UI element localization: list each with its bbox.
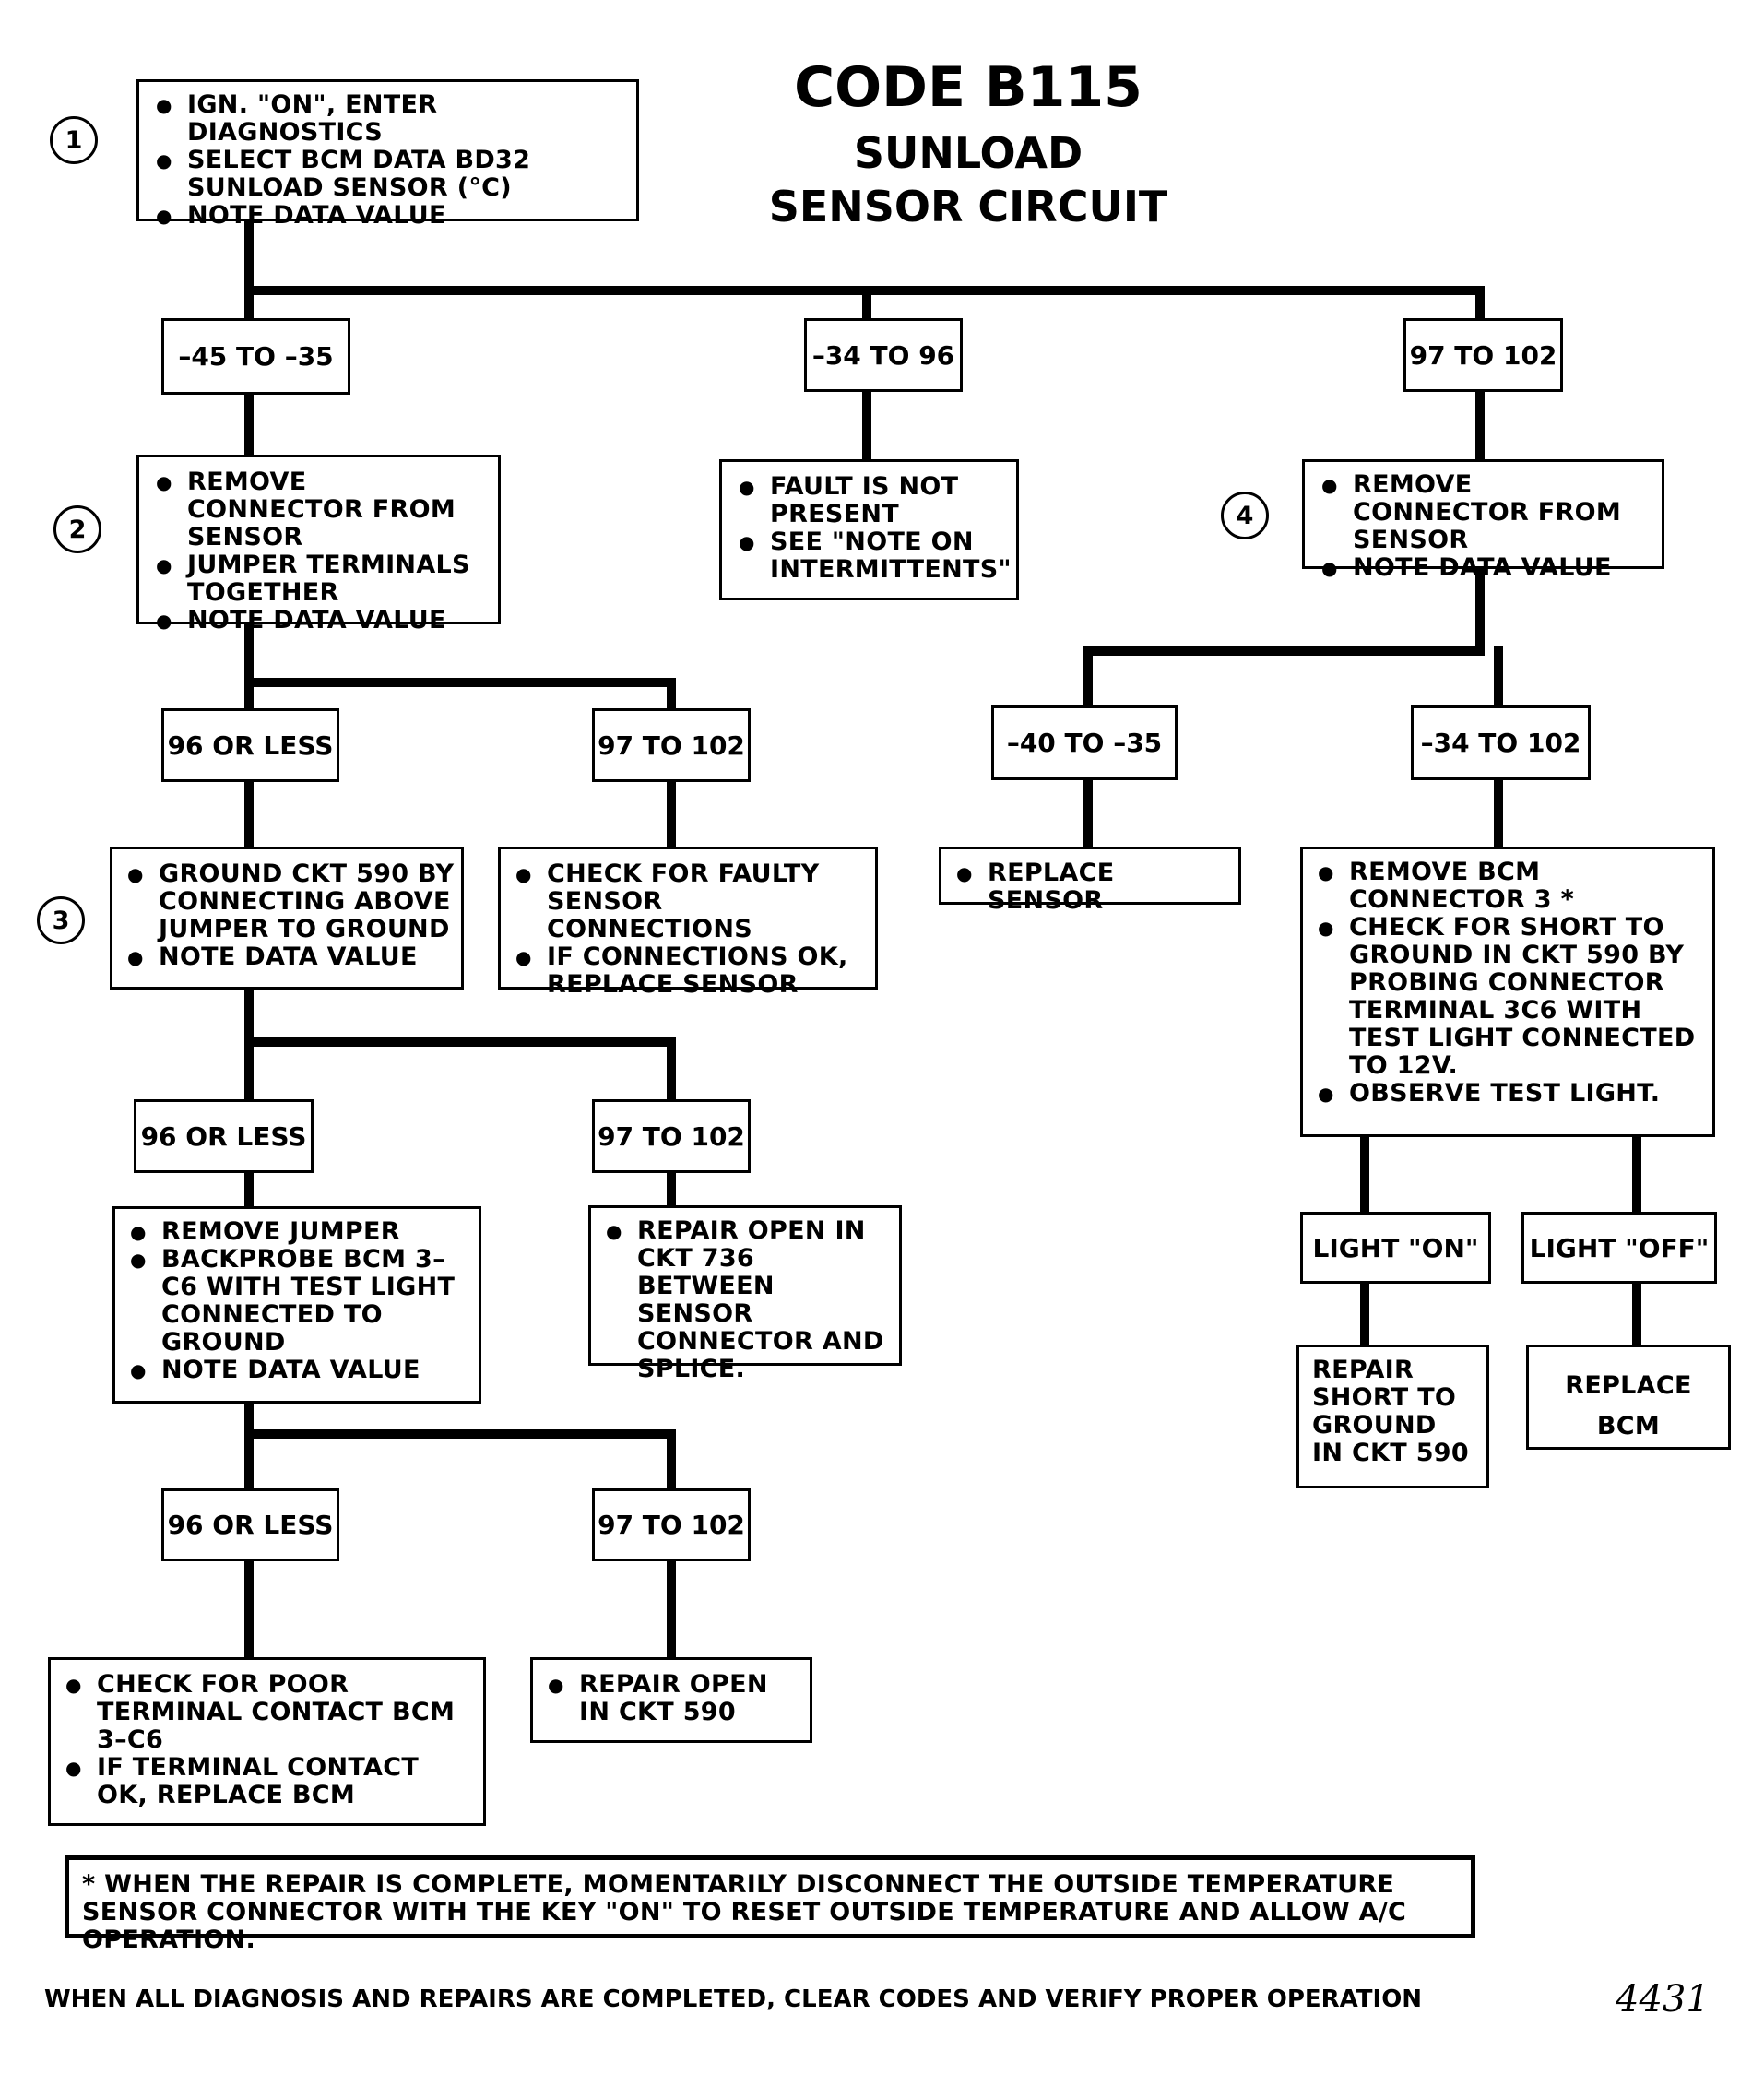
- list-item: OBSERVE TEST LIGHT.: [1308, 1080, 1707, 1108]
- remove-jumper-box: REMOVE JUMPER BACKPROBE BCM 3–C6 WITH TE…: [112, 1206, 481, 1404]
- range-label: –40 TO –35: [991, 705, 1178, 780]
- list-item: REMOVE BCM CONNECTOR 3 *: [1308, 859, 1707, 914]
- list-item: NOTE DATA VALUE: [147, 202, 629, 231]
- figure-number: 4431: [1616, 1978, 1710, 2021]
- list-item: REMOVE CONNECTOR FROM SENSOR: [1312, 471, 1654, 554]
- step4-box: REMOVE CONNECTOR FROM SENSOR NOTE DATA V…: [1302, 459, 1664, 582]
- list-item: SEE "NOTE ON INTERMITTENTS": [729, 528, 1012, 584]
- range-label: 97 TO 102: [592, 1488, 751, 1561]
- start-box: IGN. "ON", ENTER DIAGNOSTICS SELECT BCM …: [136, 79, 639, 230]
- list-item: IGN. "ON", ENTER DIAGNOSTICS: [147, 91, 629, 147]
- list-item: REPLACE SENSOR: [947, 859, 1233, 915]
- range-label: 97 TO 102: [592, 708, 751, 782]
- replace-sensor-box: REPLACE SENSOR: [939, 847, 1241, 915]
- range-label: 97 TO 102: [592, 1099, 751, 1173]
- range-label: –34 TO 96: [804, 318, 963, 392]
- list-item: BACKPROBE BCM 3–C6 WITH TEST LIGHT CONNE…: [121, 1246, 473, 1357]
- repair-short-box: REPAIR SHORT TO GROUND IN CKT 590: [1296, 1345, 1489, 1488]
- list-item: CHECK FOR FAULTY SENSOR CONNECTIONS: [506, 860, 870, 943]
- reset-note-text: * WHEN THE REPAIR IS COMPLETE, MOMENTARI…: [82, 1870, 1407, 1954]
- check-faulty-connections-box: CHECK FOR FAULTY SENSOR CONNECTIONS IF C…: [498, 847, 878, 999]
- light-on-label: LIGHT "ON": [1300, 1212, 1491, 1284]
- page-subtitle-line2: SENSOR CIRCUIT: [768, 182, 1168, 231]
- connector: [244, 1037, 676, 1104]
- list-item: NOTE DATA VALUE: [147, 607, 491, 635]
- range-label: 96 OR LESS: [161, 1488, 339, 1561]
- page-subtitle-line1: SUNLOAD: [853, 128, 1083, 178]
- list-item: CHECK FOR SHORT TO GROUND IN CKT 590 BY …: [1308, 914, 1707, 1080]
- list-item: GROUND CKT 590 BY CONNECTING ABOVE JUMPE…: [118, 860, 456, 943]
- range-label: 96 OR LESS: [134, 1099, 314, 1173]
- light-off-label: LIGHT "OFF": [1521, 1212, 1717, 1284]
- repair-open-590-box: REPAIR OPEN IN CKT 590: [530, 1657, 812, 1743]
- check-poor-terminal-box: CHECK FOR POOR TERMINAL CONTACT BCM 3–C6…: [48, 1657, 486, 1826]
- replace-bcm-box: REPLACE BCM: [1526, 1345, 1731, 1450]
- list-item: JUMPER TERMINALS TOGETHER: [147, 551, 491, 607]
- range-label: –45 TO –35: [161, 318, 350, 395]
- step3-box: GROUND CKT 590 BY CONNECTING ABOVE JUMPE…: [110, 847, 464, 990]
- list-item: IF CONNECTIONS OK, REPLACE SENSOR: [506, 943, 870, 999]
- page-title: CODE B115: [794, 55, 1142, 120]
- step-marker-2: 2: [53, 505, 101, 553]
- step-marker-4: 4: [1221, 492, 1269, 539]
- list-item: REPAIR OPEN IN CKT 590: [539, 1671, 804, 1726]
- remove-bcm-connector-box: REMOVE BCM CONNECTOR 3 * CHECK FOR SHORT…: [1300, 847, 1715, 1137]
- repair-open-736-box: REPAIR OPEN IN CKT 736 BETWEEN SENSOR CO…: [588, 1205, 902, 1383]
- range-label: –34 TO 102: [1411, 705, 1591, 780]
- list-item: REPAIR OPEN IN CKT 736 BETWEEN SENSOR CO…: [597, 1217, 894, 1383]
- list-item: IF TERMINAL CONTACT OK, REPLACE BCM: [56, 1754, 478, 1809]
- list-item: FAULT IS NOT PRESENT: [729, 473, 1009, 528]
- range-label: 97 TO 102: [1403, 318, 1563, 392]
- step-marker-3: 3: [37, 896, 85, 944]
- list-item: NOTE DATA VALUE: [1312, 554, 1654, 583]
- list-item: CHECK FOR POOR TERMINAL CONTACT BCM 3–C6: [56, 1671, 478, 1754]
- fault-not-present-box: FAULT IS NOT PRESENT SEE "NOTE ON INTERM…: [719, 459, 1019, 600]
- range-label: 96 OR LESS: [161, 708, 339, 782]
- reset-note-box: * WHEN THE REPAIR IS COMPLETE, MOMENTARI…: [65, 1855, 1475, 1954]
- step-marker-1: 1: [50, 116, 98, 164]
- repair-short-text: REPAIR SHORT TO GROUND IN CKT 590: [1312, 1356, 1469, 1467]
- connector: [1083, 646, 1485, 710]
- list-item: NOTE DATA VALUE: [118, 943, 456, 972]
- list-item: REMOVE CONNECTOR FROM SENSOR: [147, 468, 491, 551]
- footer-instruction: WHEN ALL DIAGNOSIS AND REPAIRS ARE COMPL…: [44, 1985, 1423, 2013]
- connector: [244, 1429, 676, 1493]
- list-item: SELECT BCM DATA BD32 SUNLOAD SENSOR (°C): [147, 147, 629, 202]
- replace-bcm-line2: BCM: [1596, 1412, 1661, 1440]
- step2-box: REMOVE CONNECTOR FROM SENSOR JUMPER TERM…: [136, 455, 501, 634]
- connector: [244, 678, 676, 713]
- replace-bcm-line1: REPLACE: [1565, 1371, 1692, 1400]
- list-item: NOTE DATA VALUE: [121, 1357, 473, 1385]
- list-item: REMOVE JUMPER: [121, 1218, 473, 1247]
